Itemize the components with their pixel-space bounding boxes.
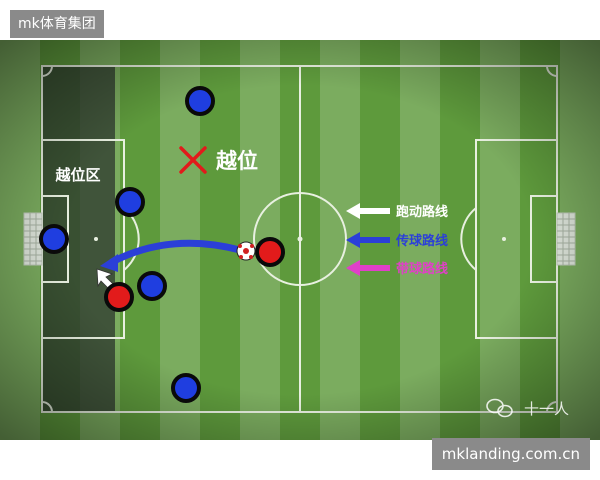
pass-route-arrow [108,239,244,266]
legend-run: 跑动路线 [346,203,448,220]
vignette [0,40,600,440]
blue-player [171,373,201,403]
tactics-diagram: 越位区 越位 [0,40,600,440]
legend-pass-label: 传球路线 [395,233,448,249]
offside-mark-label: 越位 [215,149,258,173]
wechat-icon [486,398,513,418]
soccer-ball-icon [236,241,256,261]
pass-arrow-head [100,254,118,272]
red-players [104,237,285,312]
red-player [104,282,134,312]
legend-pass: 传球路线 [346,232,448,249]
blue-player [185,86,215,116]
blue-players [39,86,215,403]
blue-player [115,187,145,217]
site-url-tag: mklanding.com.cn [431,438,590,470]
wechat-watermark: 十一人 [486,398,569,418]
watermark-text: 十一人 [524,400,569,418]
offside-x-icon [179,146,207,174]
legend-dribble: 带球路线 [346,260,448,277]
red-player [255,237,285,267]
route-legend: 跑动路线 传球路线 带球路线 [346,203,448,277]
legend-dribble-label: 带球路线 [396,261,448,277]
brand-tag: mk体育集团 [10,10,104,38]
blue-player [39,224,69,254]
offside-zone-label: 越位区 [54,166,100,184]
pitch-svg: 越位区 越位 [0,40,600,440]
legend-run-label: 跑动路线 [396,204,448,220]
blue-player [137,271,167,301]
